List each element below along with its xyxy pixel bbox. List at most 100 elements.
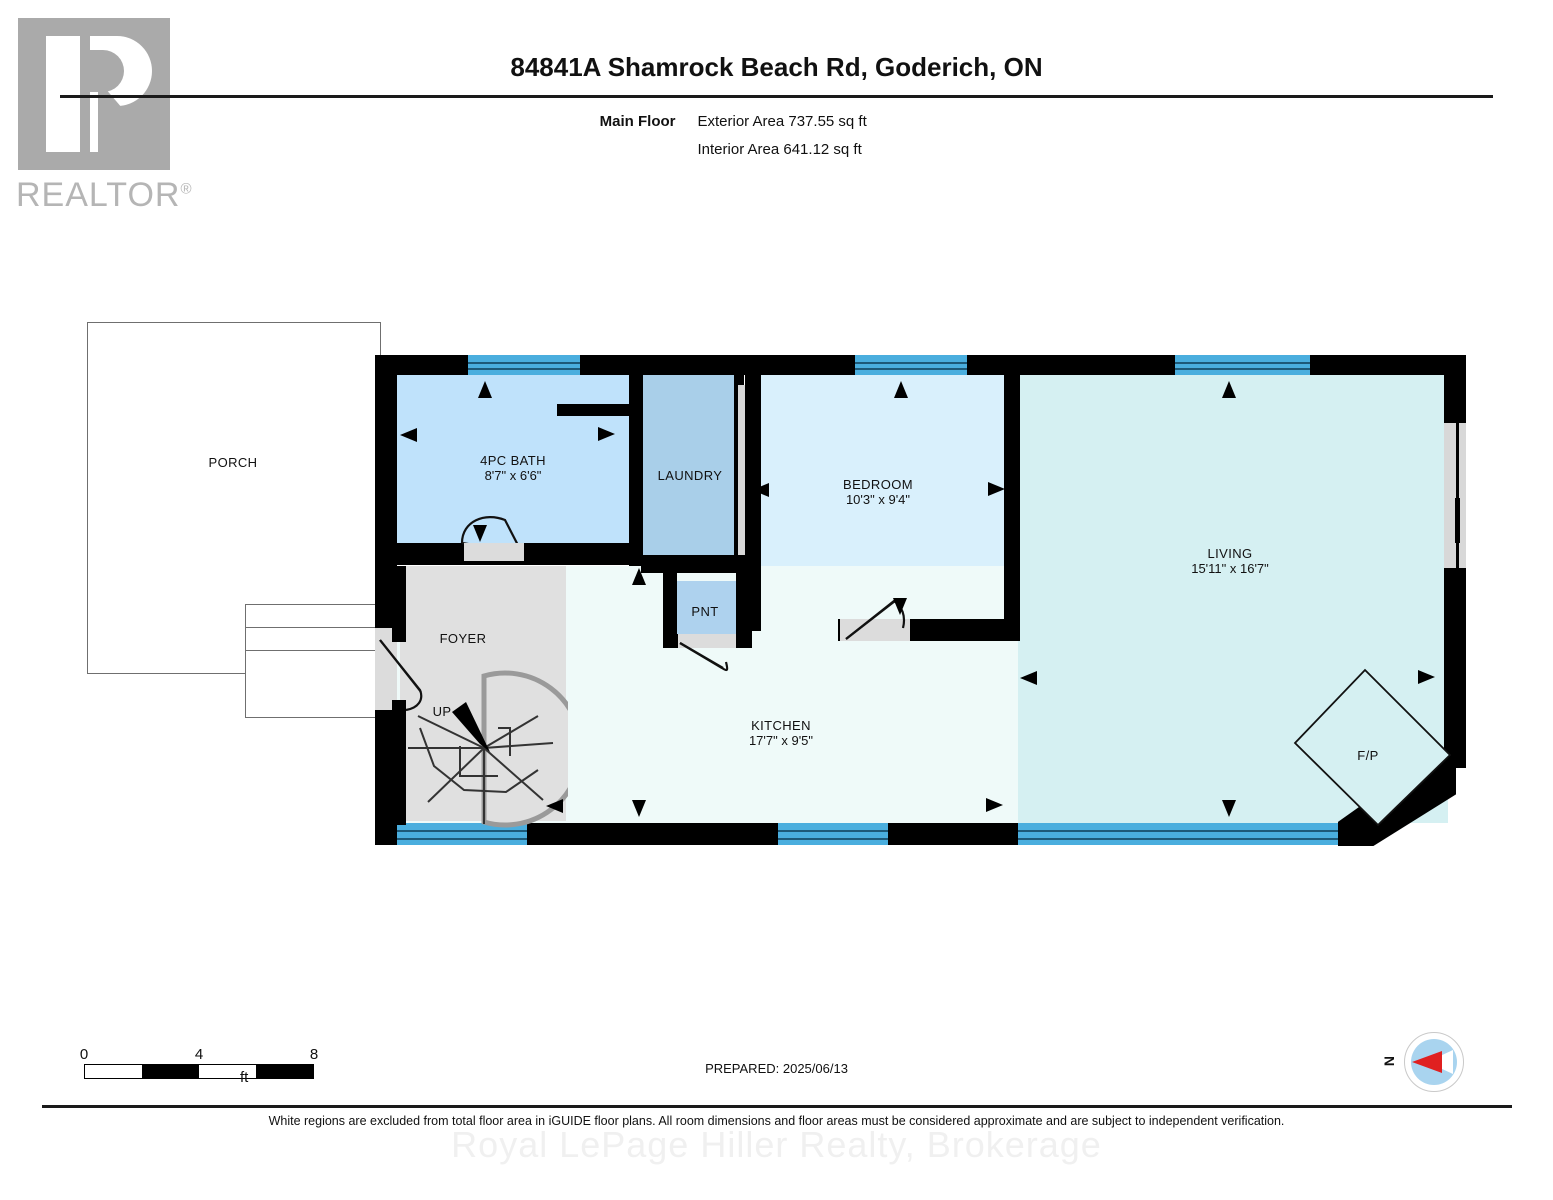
spiral-staircase: [408, 670, 568, 828]
area-summary-row-interior: Interior Area 641.12 sq ft: [0, 136, 1553, 164]
window-bottom-2: [778, 823, 888, 845]
prepared-date: PREPARED: 2025/06/13: [705, 1061, 848, 1076]
viewpoint-arrow-kitchen-s: [632, 800, 646, 817]
interior-area: Interior Area 641.12 sq ft: [697, 141, 862, 158]
room-name-pnt: PNT: [691, 604, 719, 619]
interior-wall-foyer-left-lower: [392, 700, 406, 825]
room-dim-bedroom: 10'3" x 9'4": [845, 492, 911, 507]
scale-bar: 0 4 8: [80, 1046, 318, 1079]
exterior-wall-left: [375, 355, 397, 845]
sliding-door-right: [1444, 423, 1466, 571]
room-name-living: LIVING: [1207, 546, 1253, 561]
room-label-bath: 4PC BATH 8'7" x 6'6": [458, 453, 568, 483]
stairs-label-up: UP: [418, 704, 466, 719]
room-label-fp: F/P: [1338, 748, 1398, 763]
window-bottom-1: [397, 823, 527, 845]
realtor-logo-bar: [46, 36, 80, 152]
viewpoint-arrow-bath-n: [478, 381, 492, 398]
room-name-foyer: FOYER: [439, 631, 487, 646]
room-label-kitchen: KITCHEN 17'7" x 9'5": [723, 718, 839, 748]
scale-seg-4: [256, 1065, 313, 1078]
scale-seg-2: [142, 1065, 199, 1078]
viewpoint-arrow-living-e: [1418, 670, 1435, 684]
interior-wall-bath-right: [629, 373, 643, 566]
room-fill-pnt: [674, 581, 738, 641]
pnt-door-gap: [678, 634, 736, 648]
room-dim-bath: 8'7" x 6'6": [484, 468, 542, 483]
window-top-2: [855, 355, 967, 375]
viewpoint-arrow-bath-s: [473, 525, 487, 542]
scale-tick-0: 0: [79, 1046, 89, 1063]
viewpoint-arrow-kitchen-n: [632, 568, 646, 585]
floor-label: Main Floor: [599, 113, 676, 130]
sliding-door-panel: [1455, 498, 1460, 543]
page-title: 84841A Shamrock Beach Rd, Goderich, ON: [510, 52, 1043, 82]
interior-wall-living-left: [1004, 373, 1020, 641]
interior-wall-pnt-left: [663, 573, 677, 643]
window-top-3: [1175, 355, 1310, 375]
viewpoint-arrow-bath-w: [400, 428, 417, 442]
compass-north-label: N: [1381, 1055, 1398, 1067]
viewpoint-arrow-bath-e: [598, 427, 615, 441]
interior-wall-pnt-right: [736, 573, 752, 643]
window-bottom-3: [1018, 823, 1338, 845]
room-label-living: LIVING 15'11" x 16'7": [1170, 546, 1290, 576]
realtor-logo: REALTOR®: [8, 18, 208, 218]
viewpoint-arrow-living-n: [1222, 381, 1236, 398]
viewpoint-arrow-living-s: [1222, 800, 1236, 817]
laundry-door-slider: [738, 385, 745, 555]
exterior-wall-right: [1444, 355, 1466, 425]
room-dim-kitchen: 17'7" x 9'5": [748, 733, 814, 748]
room-name-porch: PORCH: [208, 455, 258, 470]
interior-wall-pnt-bottom-l: [663, 634, 681, 648]
realtor-logo-mark: [18, 18, 170, 170]
scale-unit: ft: [240, 1069, 249, 1086]
area-summary: Main Floor Exterior Area 737.55 sq ft In…: [0, 108, 1553, 164]
interior-wall-pnt-bottom-r: [734, 634, 752, 648]
room-name-bath: 4PC BATH: [480, 453, 546, 468]
viewpoint-arrow-foyer-e: [546, 799, 563, 813]
sliding-door-track: [1456, 423, 1459, 571]
room-label-pnt: PNT: [678, 604, 732, 619]
registered-mark-icon: ®: [180, 180, 193, 198]
room-dim-living: 15'11" x 16'7": [1191, 561, 1269, 576]
fireplace-shape: [1293, 668, 1452, 827]
realtor-logo-counter: [90, 50, 124, 92]
room-name-kitchen: KITCHEN: [751, 718, 811, 733]
interior-wall-foyer-left: [392, 566, 406, 642]
scale-bar-graphic: [84, 1064, 314, 1079]
room-name-bedroom: BEDROOM: [843, 477, 913, 492]
room-fill-laundry: [641, 373, 737, 566]
brokerage-watermark: Royal LePage Hiller Realty, Brokerage: [451, 1124, 1102, 1165]
viewpoint-arrow-laundry-w: [752, 483, 769, 497]
interior-wall-bedroom-left: [745, 373, 761, 631]
compass-rose-icon: [1404, 1032, 1464, 1092]
title-divider: [60, 95, 1493, 98]
scale-tick-4: 4: [194, 1046, 204, 1063]
exterior-wall-right-lower: [1444, 568, 1466, 768]
interior-wall-bath-bottom: [392, 543, 642, 565]
area-summary-row-exterior: Main Floor Exterior Area 737.55 sq ft: [0, 108, 1553, 136]
room-label-laundry: LAUNDRY: [645, 468, 735, 483]
viewpoint-arrow-bedroom-e: [988, 482, 1005, 496]
room-name-laundry: LAUNDRY: [657, 468, 723, 483]
footer-divider: [42, 1105, 1512, 1108]
realtor-wordmark-text: REALTOR: [16, 176, 181, 214]
scale-tick-8: 8: [309, 1046, 319, 1063]
window-top-1: [468, 355, 580, 375]
viewpoint-arrow-bedroom-n: [894, 381, 908, 398]
interior-wall-laundry-bottom: [641, 555, 751, 573]
stairs-up-text: UP: [432, 704, 452, 719]
viewpoint-arrow-living-w: [1020, 671, 1037, 685]
room-label-foyer: FOYER: [415, 631, 511, 646]
scale-ticks: 0 4 8: [80, 1046, 318, 1064]
realtor-wordmark: REALTOR®: [16, 176, 193, 215]
room-label-bedroom: BEDROOM 10'3" x 9'4": [823, 477, 933, 507]
disclaimer-text: White regions are excluded from total fl…: [268, 1114, 1285, 1128]
room-fill-bath: [392, 373, 635, 543]
room-label-porch: PORCH: [183, 455, 283, 470]
interior-wall-bath-stub: [557, 404, 635, 416]
viewpoint-arrow-kitchen-e: [986, 798, 1003, 812]
room-name-fp: F/P: [1357, 748, 1379, 763]
